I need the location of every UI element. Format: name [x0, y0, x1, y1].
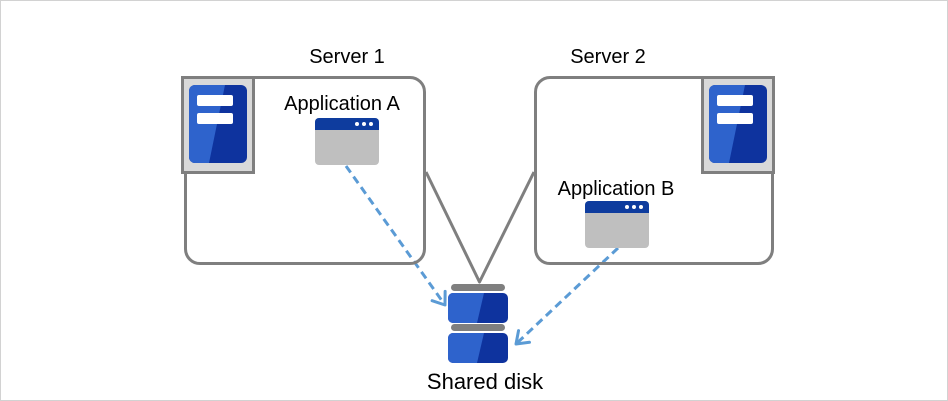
- shared-disk-label: Shared disk: [426, 369, 544, 394]
- shared-disk-icon: [448, 284, 508, 363]
- server-icon: [701, 76, 775, 174]
- server2-title: Server 2: [570, 46, 646, 68]
- server-icon: [181, 76, 255, 174]
- app-a-to-disk-arrow: [344, 165, 447, 307]
- server-to-disk-connector: [424, 171, 536, 284]
- app-b-to-disk-arrow: [514, 246, 620, 346]
- app-window-icon: [315, 118, 379, 165]
- application-b-label: Application B: [557, 178, 675, 200]
- app-window-icon: [585, 201, 649, 248]
- server1-title: Server 1: [309, 46, 385, 68]
- application-a-label: Application A: [284, 93, 400, 115]
